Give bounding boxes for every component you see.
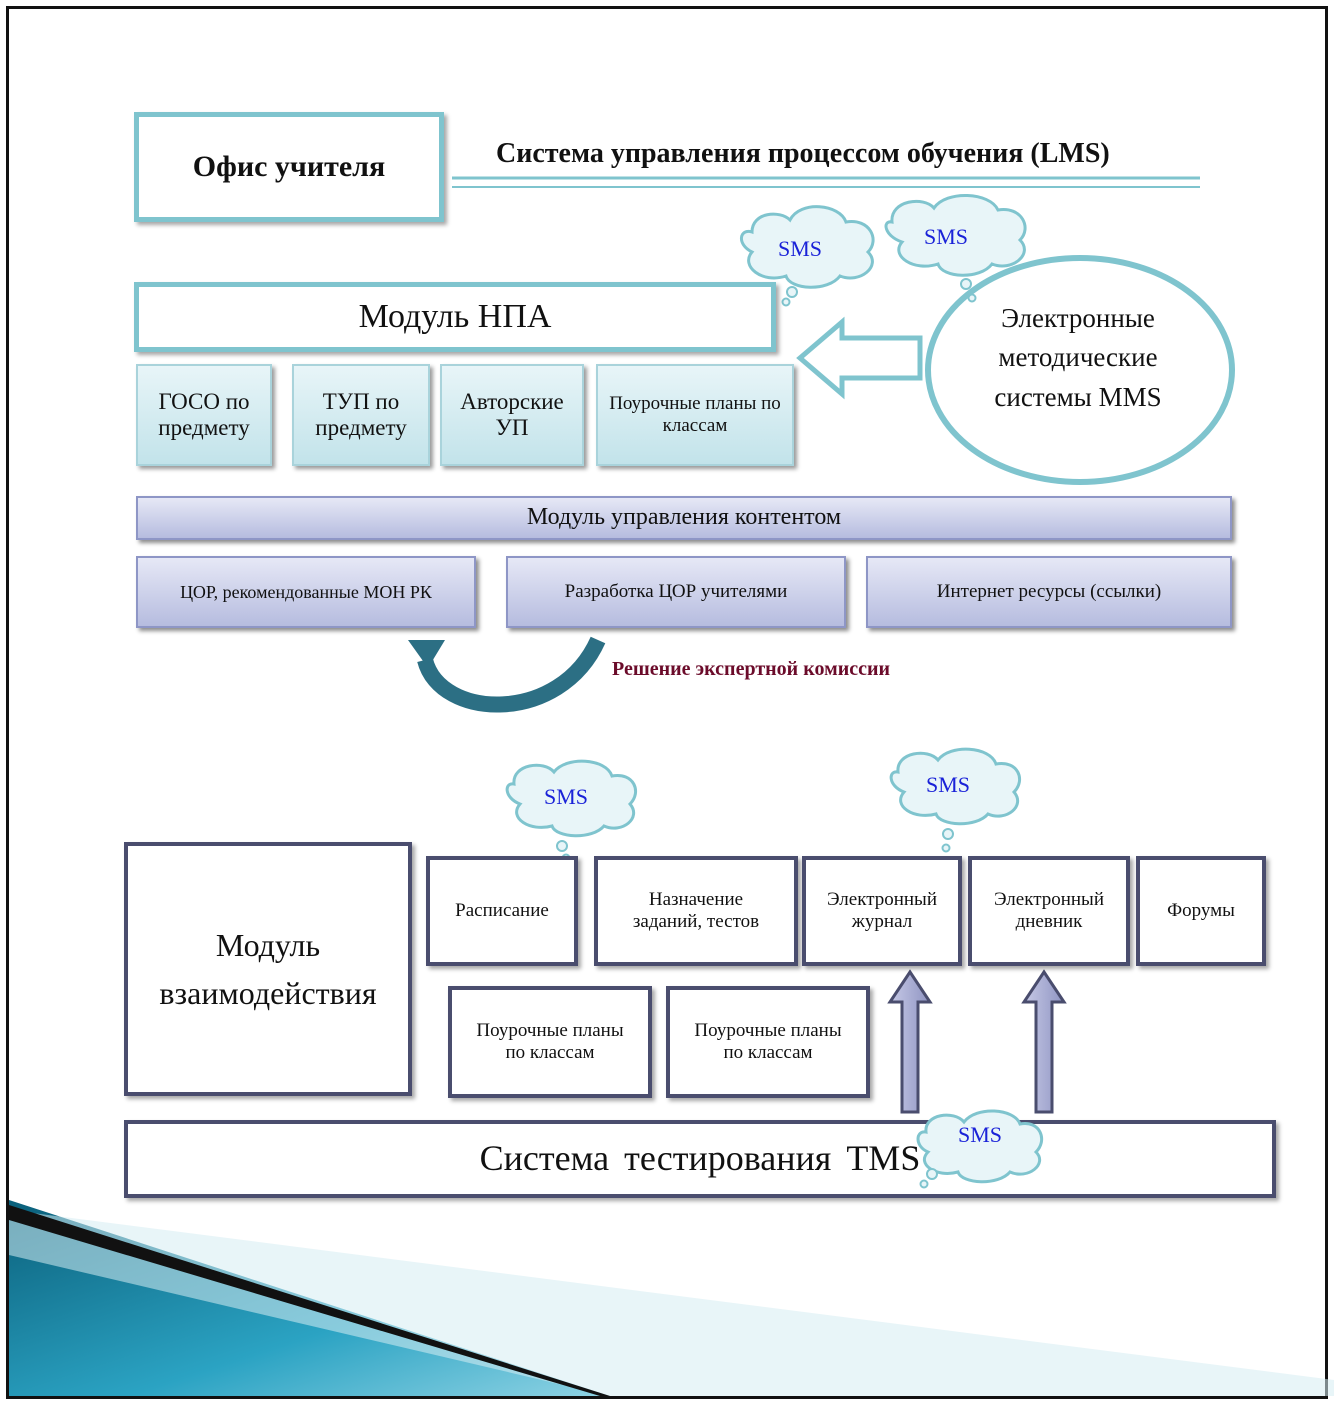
- item-label: Поурочные планы по классам: [476, 1020, 624, 1063]
- item-label: Электронный журнал: [827, 889, 937, 932]
- mms-label-wrap[interactable]: Электронные методические системы MMS: [970, 282, 1186, 434]
- item-e-journal[interactable]: Электронный журнал: [802, 856, 962, 966]
- expert-curve-arrow-icon: [417, 636, 606, 713]
- sms-cloud-2-icon: [884, 194, 1027, 303]
- npa-item-lesson-plans[interactable]: Поурочные планы по классам: [596, 364, 794, 466]
- content-item-label: Разработка ЦОР учителями: [564, 581, 788, 603]
- npa-item-label: ТУП по предмету: [315, 388, 407, 440]
- interaction-module-title: Модуль взаимодействия: [159, 927, 377, 1011]
- item-lesson-plans-2[interactable]: Поурочные планы по классам: [666, 986, 870, 1098]
- tms-box[interactable]: Система тестирования TMS: [124, 1120, 1276, 1198]
- npa-module-title: Модуль НПА: [358, 298, 552, 336]
- sms-label-3: SMS: [544, 784, 589, 809]
- sms-cloud-4-icon: [889, 747, 1021, 853]
- content-item-label: ЦОР, рекомендованные МОН РК: [180, 581, 432, 602]
- sms-cloud-3-icon: [505, 759, 637, 863]
- item-forums[interactable]: Форумы: [1136, 856, 1266, 966]
- content-item-cor-mon[interactable]: ЦОР, рекомендованные МОН РК: [136, 556, 476, 628]
- item-label: Поурочные планы по классам: [694, 1020, 842, 1063]
- npa-item-label: Авторские УП: [460, 388, 564, 440]
- npa-module-box[interactable]: Модуль НПА: [134, 282, 776, 352]
- content-module-title: Модуль управления контентом: [526, 504, 842, 531]
- content-item-internet[interactable]: Интернет ресурсы (ссылки): [866, 556, 1232, 628]
- expert-decision-label: Решение экспертной комиссии: [612, 658, 891, 680]
- expert-arrowhead-icon: [408, 640, 445, 668]
- mms-label: Электронные методические системы MMS: [994, 303, 1162, 412]
- interaction-module-box[interactable]: Модуль взаимодействия: [124, 842, 412, 1096]
- sms-label-2: SMS: [924, 224, 969, 249]
- mms-ellipse: [925, 255, 1235, 485]
- decorative-wedge-light: [9, 1210, 1334, 1396]
- npa-item-tup[interactable]: ТУП по предмету: [292, 364, 430, 466]
- item-label: Расписание: [455, 900, 549, 922]
- npa-item-goso[interactable]: ГОСО по предмету: [136, 364, 272, 466]
- arrow-up-diary-icon: [1021, 969, 1067, 1114]
- sms-label-1: SMS: [778, 236, 823, 261]
- lms-title: Система управления процессом обучения (L…: [496, 138, 1110, 169]
- content-item-cor-teachers[interactable]: Разработка ЦОР учителями: [506, 556, 846, 628]
- tms-label: Система тестирования TMS: [479, 1138, 921, 1179]
- content-module-bar[interactable]: Модуль управления контентом: [136, 496, 1232, 540]
- npa-item-label: Поурочные планы по классам: [609, 393, 781, 436]
- item-schedule[interactable]: Расписание: [426, 856, 578, 966]
- teacher-office-box[interactable]: Офис учителя: [134, 112, 444, 222]
- sms-label-4: SMS: [926, 772, 971, 797]
- sms-cloud-1-icon: [740, 205, 875, 307]
- arrow-mms-to-npa-icon: [796, 316, 923, 400]
- arrow-up-journal-icon: [887, 969, 933, 1114]
- sms-cloud-5-icon: [916, 1109, 1043, 1189]
- npa-item-label: ГОСО по предмету: [158, 388, 250, 440]
- item-e-diary[interactable]: Электронный дневник: [968, 856, 1130, 966]
- content-item-label: Интернет ресурсы (ссылки): [936, 581, 1162, 603]
- sms-label-5: SMS: [958, 1122, 1003, 1147]
- item-label: Назначение заданий, тестов: [632, 889, 760, 932]
- teacher-office-title: Офис учителя: [192, 149, 386, 183]
- item-assignments[interactable]: Назначение заданий, тестов: [594, 856, 798, 966]
- item-lesson-plans-1[interactable]: Поурочные планы по классам: [448, 986, 652, 1098]
- item-label: Электронный дневник: [994, 889, 1104, 932]
- decorative-wedge-dark: [9, 1205, 610, 1396]
- item-label: Форумы: [1167, 900, 1235, 922]
- npa-item-author[interactable]: Авторские УП: [440, 364, 584, 466]
